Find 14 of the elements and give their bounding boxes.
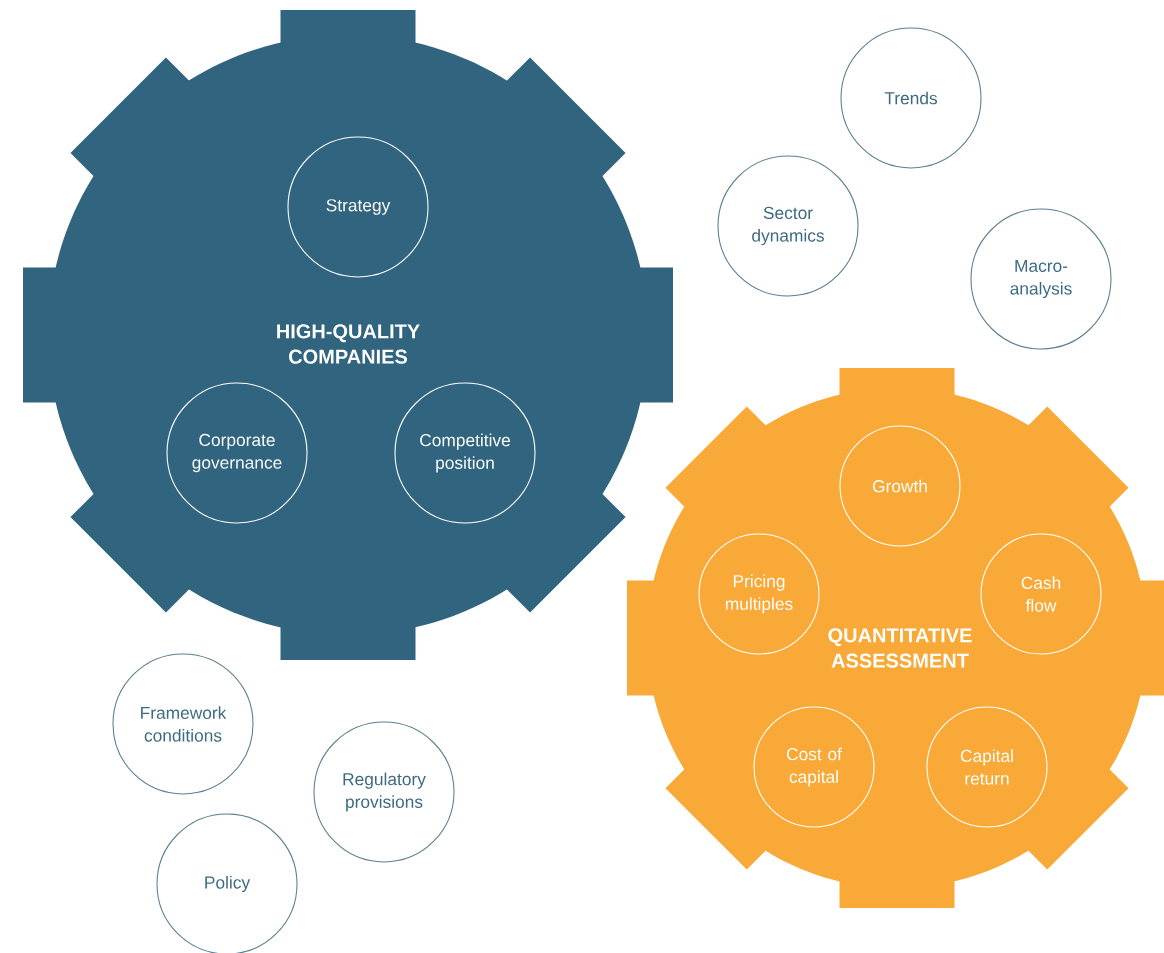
circle-bubble: Competitive position	[394, 382, 536, 524]
circle-bubble: Cost of capital	[753, 706, 875, 828]
circle-bubble: Regulatory provisions	[313, 721, 455, 863]
circle-bubble: Pricing multiples	[698, 533, 820, 655]
circle-bubble: Framework conditions	[112, 653, 254, 795]
circle-bubble: Growth	[839, 425, 961, 547]
circle-bubble: Cash flow	[980, 533, 1102, 655]
circle-bubble: Strategy	[287, 136, 429, 278]
circle-bubble: Trends	[840, 27, 982, 169]
circle-bubble: Policy	[156, 813, 298, 953]
circle-bubble: Capital return	[926, 706, 1048, 828]
circle-bubble: Macro-analysis	[970, 208, 1112, 350]
circle-bubble: Corporate governance	[166, 382, 308, 524]
circle-bubble: Sector dynamics	[717, 155, 859, 297]
